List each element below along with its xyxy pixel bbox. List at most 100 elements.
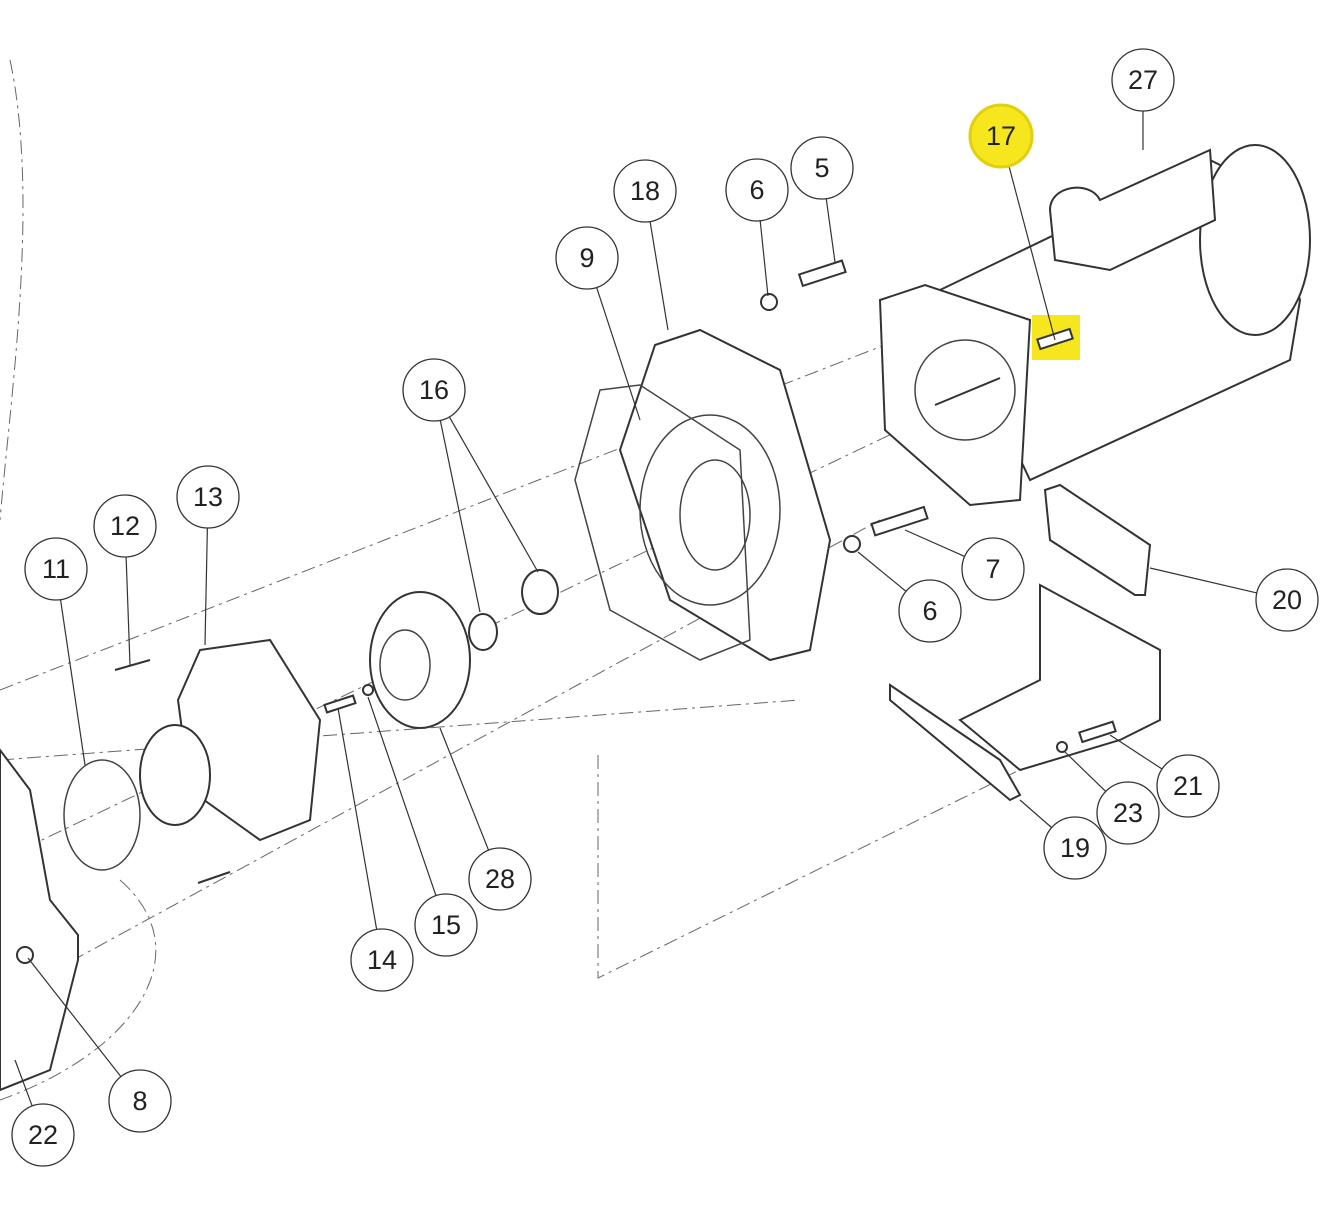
bolt-17 [1032, 315, 1080, 360]
callout-27[interactable]: 27 [1111, 48, 1175, 112]
callout-circle [725, 158, 789, 222]
leader-lines [14, 111, 1257, 1107]
leader-line-28 [439, 727, 490, 851]
clip-20 [1043, 483, 1152, 596]
callout-circle [555, 226, 619, 290]
callout-circle [1043, 816, 1107, 880]
callout-17[interactable]: 17 [968, 103, 1034, 169]
leader-line-18 [649, 221, 669, 331]
callout-number: 7 [985, 554, 1000, 584]
leader-line-9 [596, 287, 641, 421]
callout-circle [1156, 754, 1220, 818]
pin [197, 871, 231, 884]
leader-line-17 [1008, 165, 1056, 341]
callout-number: 21 [1173, 771, 1203, 801]
leader-line-6 [857, 551, 907, 592]
callout-circle [1096, 781, 1160, 845]
screw-14 [323, 694, 357, 714]
callout-circle [968, 103, 1034, 169]
callout-number: 5 [814, 153, 829, 183]
screw-21 [1078, 720, 1117, 744]
leader-line-5 [825, 198, 836, 263]
callout-number: 15 [431, 910, 461, 940]
callout-circle [350, 928, 414, 992]
callout-number: 16 [419, 375, 449, 405]
leader-line-21 [1109, 734, 1163, 770]
callout-circle [1255, 568, 1319, 632]
callout-11[interactable]: 11 [24, 537, 88, 601]
callout-18[interactable]: 18 [613, 159, 677, 223]
callout-number: 20 [1272, 585, 1302, 615]
leader-line-23 [1064, 751, 1107, 792]
washer-23 [1056, 741, 1068, 753]
bolt-5 [797, 259, 847, 288]
leader-line-15 [367, 696, 437, 896]
leader-line-13 [204, 527, 208, 646]
pump-housing [0, 748, 79, 1092]
impeller-28 [369, 591, 471, 729]
callout-12[interactable]: 12 [93, 494, 157, 558]
callout-number: 27 [1128, 65, 1158, 95]
callout-number: 6 [749, 175, 764, 205]
callout-number: 12 [110, 511, 140, 541]
callout-number: 17 [986, 121, 1016, 151]
callout-28[interactable]: 28 [468, 847, 532, 911]
diffuser-13 [139, 638, 322, 842]
callout-21[interactable]: 21 [1156, 754, 1220, 818]
callout-number: 9 [579, 243, 594, 273]
seal-plate-18 [618, 328, 832, 662]
callout-9[interactable]: 9 [555, 226, 619, 290]
leader-line-16 [448, 416, 539, 573]
bolt-7 [870, 505, 929, 537]
washer-15 [362, 684, 374, 696]
callout-13[interactable]: 13 [176, 465, 240, 529]
callout-5[interactable]: 5 [790, 136, 854, 200]
motor [878, 144, 1311, 507]
callout-circle [24, 537, 88, 601]
callout-circle [1111, 48, 1175, 112]
callout-circle [11, 1103, 75, 1167]
callout-7[interactable]: 7 [961, 537, 1025, 601]
leader-line-11 [59, 599, 86, 766]
callout-circle [108, 1069, 172, 1133]
callout-circle [93, 494, 157, 558]
callout-number: 19 [1060, 833, 1090, 863]
callout-16[interactable]: 16 [402, 358, 466, 422]
callout-22[interactable]: 22 [11, 1103, 75, 1167]
callout-19[interactable]: 19 [1043, 816, 1107, 880]
callout-number: 6 [922, 596, 937, 626]
callouts: 27 17 18 6 5 9 16 13 12 11 7 6 20 21 23 19 28 15 14 8 22 [11, 48, 1319, 1167]
callout-number: 22 [28, 1120, 58, 1150]
base-19 [889, 583, 1161, 802]
pin-12 [114, 659, 151, 671]
callout-6[interactable]: 6 [898, 579, 962, 643]
callout-circle [176, 465, 240, 529]
callout-circle [402, 358, 466, 422]
callout-number: 13 [193, 482, 223, 512]
callout-circle [468, 847, 532, 911]
callout-number: 18 [630, 176, 660, 206]
callout-number: 28 [485, 864, 515, 894]
leader-line-12 [125, 556, 131, 666]
callout-20[interactable]: 20 [1255, 568, 1319, 632]
callout-circle [961, 537, 1025, 601]
leader-line-22 [14, 1059, 33, 1107]
leader-line-6 [759, 220, 769, 297]
washer-6 [760, 293, 778, 311]
leader-line-16 [439, 420, 481, 613]
leader-line-14 [337, 707, 378, 930]
callout-number: 23 [1113, 798, 1143, 828]
gasket-9 [574, 384, 751, 661]
callout-6[interactable]: 6 [725, 158, 789, 222]
callout-circle [898, 579, 962, 643]
leader-line-19 [1019, 799, 1053, 829]
callout-15[interactable]: 15 [414, 893, 478, 957]
callout-number: 11 [42, 554, 70, 584]
callout-circle [414, 893, 478, 957]
leader-line-8 [27, 957, 122, 1077]
callout-8[interactable]: 8 [108, 1069, 172, 1133]
callout-14[interactable]: 14 [350, 928, 414, 992]
callout-23[interactable]: 23 [1096, 781, 1160, 845]
leader-line-20 [1149, 567, 1257, 594]
washer-6b [843, 535, 861, 553]
